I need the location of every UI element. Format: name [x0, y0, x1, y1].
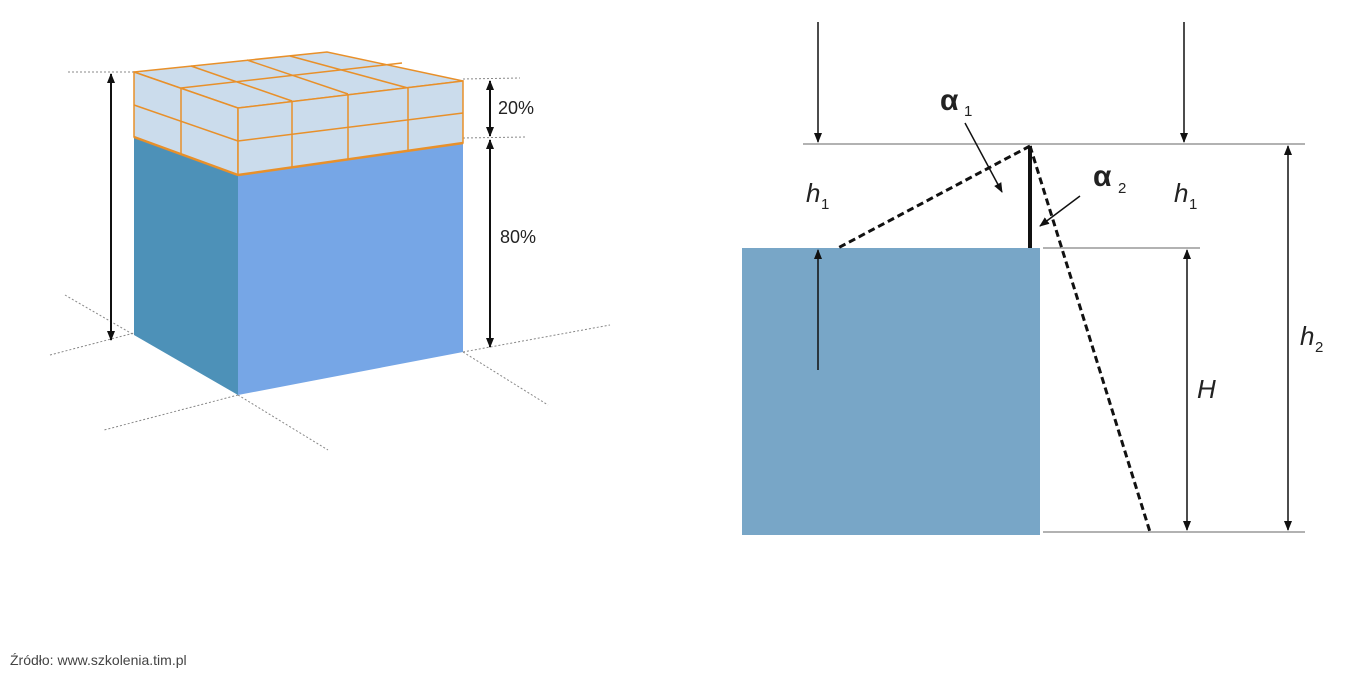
alpha1-label: α	[940, 84, 959, 117]
block-left-face	[134, 137, 238, 395]
label-20-percent: 20%	[498, 98, 534, 118]
h1-right-label: h	[1174, 178, 1188, 208]
h1-right-subscript: 1	[1189, 196, 1197, 213]
alpha1-subscript: 1	[964, 103, 972, 120]
shadow-line-alpha1	[837, 144, 1031, 250]
block-front-face	[238, 143, 463, 395]
h1-left-label: h	[806, 178, 820, 208]
alpha2-label: α	[1093, 160, 1112, 193]
label-80-percent: 80%	[500, 227, 536, 247]
top-layer-20-percent	[133, 51, 464, 177]
building-block-figure: 20% 80%	[49, 51, 611, 451]
h2-label: h	[1300, 321, 1314, 351]
shadow-angle-figure: α 1 α 2 h 1 h 1 H h 2	[742, 22, 1323, 535]
source-caption: Źródło: www.szkolenia.tim.pl	[10, 652, 187, 668]
H-label: H	[1197, 374, 1216, 404]
shadow-line-alpha2	[1028, 145, 1152, 533]
alpha1-pointer	[964, 122, 1003, 193]
alpha2-subscript: 2	[1118, 180, 1126, 197]
h2-subscript: 2	[1315, 339, 1323, 356]
building-wall	[742, 248, 1040, 535]
h1-left-subscript: 1	[821, 196, 829, 213]
alpha2-pointer	[1039, 195, 1081, 227]
